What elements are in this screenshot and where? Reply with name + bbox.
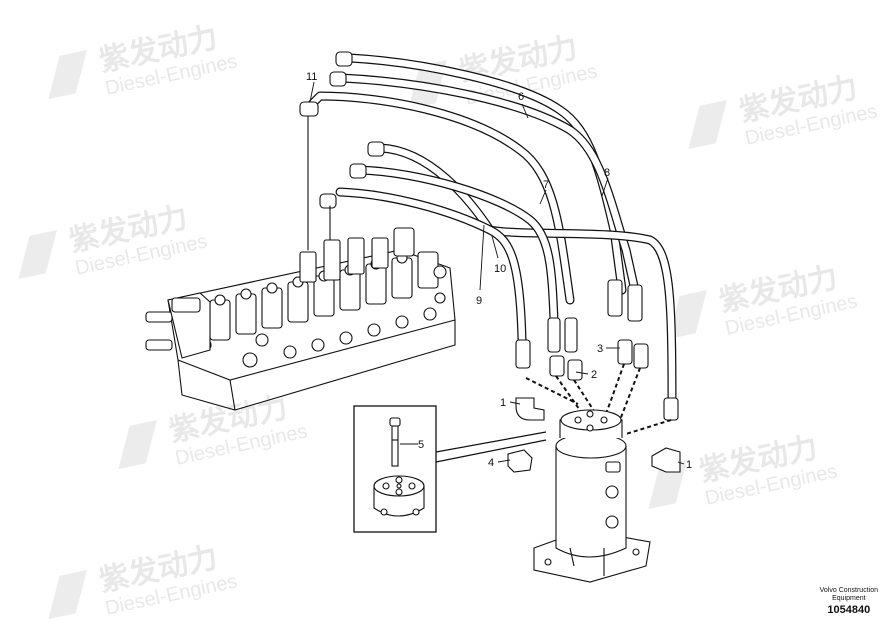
fitting [323,239,341,281]
callout-11: 11 [306,71,317,83]
watermark-logo-icon [18,230,57,280]
watermark-logo-icon [668,290,707,340]
watermark-tile: 紫发动力 Diesel-Engines [118,390,309,470]
dashed-routing [525,363,672,435]
watermark-tile: 紫发动力 Diesel-Engines [48,20,239,100]
hose-coupler [663,397,679,421]
fitting [347,237,365,275]
inset-leader [435,439,547,463]
fitting [299,251,317,283]
watermark-logo-icon [118,420,157,470]
hose-group [299,51,677,405]
hose-end-fitting [329,71,347,87]
callout-7: 7 [543,179,549,191]
callout-1-right: 1 [686,459,692,471]
swivel-body [555,446,627,558]
adapter-2 [567,359,583,381]
drawing-caption: Volvo Construction Equipment 1054840 [820,587,878,617]
hose-9 [335,187,527,345]
hose-end-fitting [367,141,385,157]
watermark-tile: 紫发动力 Diesel-Engines [668,260,859,340]
watermark-logo-icon [48,50,87,100]
watermark-tile: 紫发动力 Diesel-Engines [688,70,879,150]
callout-10: 10 [494,263,506,275]
elbow-fitting-4 [507,449,533,473]
fitting [393,227,415,257]
inlet-port [145,311,173,323]
inlet-port [145,339,173,351]
adapter-3 [617,339,633,365]
callout-1-left: 1 [500,397,506,409]
elbow-fitting-1 [515,397,545,421]
inset-leader [435,431,547,453]
adapter-2 [549,355,565,377]
elbow-fitting-1 [651,447,681,473]
hose-end-fitting [335,51,353,67]
hose-end-fitting [349,163,367,179]
watermark-tile: 紫发动力 Diesel-Engines [48,540,239,620]
callout-8: 8 [604,167,610,179]
callout-3: 3 [597,343,603,355]
watermark-tile: 紫发动力 Diesel-Engines [18,200,209,280]
hose-coupler [547,317,561,353]
callout-4: 4 [488,457,494,469]
caption-division: Equipment [832,595,866,602]
inset-cap-detail [373,475,425,517]
hose-coupler [564,317,578,353]
callout-5: 5 [418,439,424,451]
callout-9: 9 [476,295,482,307]
callout-6: 6 [518,91,524,103]
hose-coupler [607,279,623,317]
seal-pin-5 [389,417,401,467]
fitting [371,237,389,269]
watermark-logo-icon [688,100,727,150]
hose-end-fitting [299,101,319,117]
callout-2: 2 [591,369,597,381]
hose-coupler [627,284,643,322]
detail-inset [353,405,547,533]
hose-8 [337,73,641,300]
caption-company: Volvo Construction [819,587,878,594]
hose-coupler [515,339,531,369]
adapter-3 [633,343,649,369]
swivel-joint [533,409,651,583]
coupler-group [507,279,681,473]
hose-7 [355,165,559,325]
callout-labels: 11 6 8 7 10 9 3 2 1 4 1 5 [306,71,692,471]
watermark-tile: 紫发动力 Diesel-Engines [648,430,839,510]
control-valve-block [145,227,456,411]
drawing-number: 1054840 [827,604,871,616]
watermark-logo-icon [48,570,87,620]
leader-lines [309,81,685,465]
hose-end-fitting [319,193,337,209]
